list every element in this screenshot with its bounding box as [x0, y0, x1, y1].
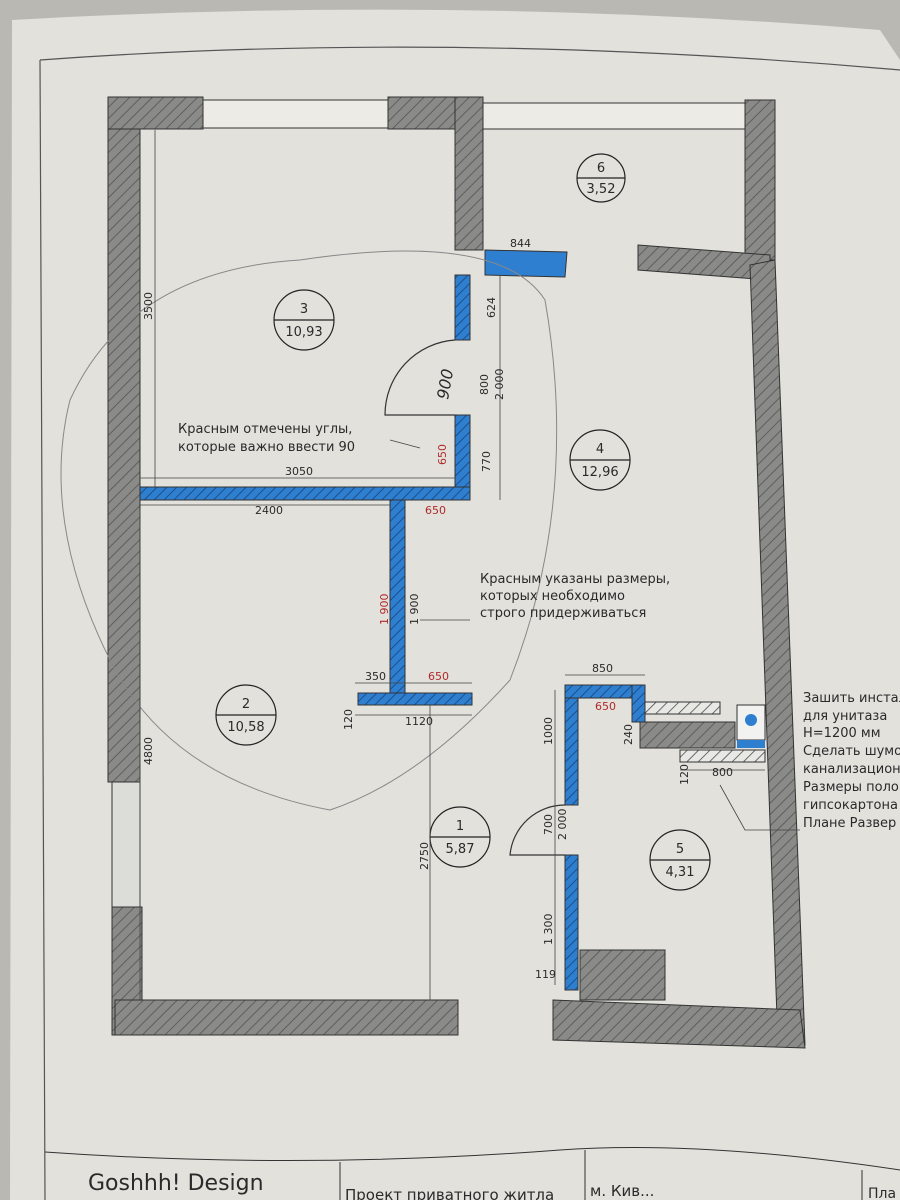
dim-120: 120 [678, 764, 691, 785]
dim-850: 850 [592, 662, 613, 675]
dim-650-red: 650 [595, 700, 616, 713]
new-partitions [139, 249, 766, 991]
dim-3500: 3500 [142, 292, 155, 320]
note-sizes-line: Красным указаны размеры, [480, 572, 670, 587]
note-sizes-line: которых необходимо [480, 589, 625, 604]
dim-4800: 4800 [142, 737, 155, 765]
note-right-line: Размеры поло [803, 780, 899, 795]
dim-3050: 3050 [285, 465, 313, 478]
room-3-number: 3 [300, 302, 308, 317]
title-block: Goshhh! Design Проект приватного житла м… [44, 1147, 900, 1200]
room-4-number: 4 [596, 442, 604, 457]
room-markers [215, 153, 711, 891]
room-5-area: 4,31 [666, 865, 695, 880]
sewer-pipe-icon [745, 714, 757, 726]
sheet-border [39, 46, 900, 1200]
room-labels: 6 3,52 3 10,93 4 12,96 2 10,58 1 5,87 5 … [227, 161, 694, 880]
note-angles-line: Красным отмечены углы, [178, 422, 352, 437]
room-5-number: 5 [676, 842, 684, 857]
project-city: м. Кив... [590, 1182, 654, 1200]
dim-120: 120 [342, 709, 355, 730]
room-2-area: 10,58 [227, 720, 264, 735]
dim-2000: 2 000 [556, 809, 569, 841]
dim-650-red: 650 [428, 670, 449, 683]
pencil-outline [60, 250, 558, 811]
note-right-line: Зашить инстал [803, 691, 900, 706]
outer-walls [107, 96, 806, 1049]
dim-119: 119 [535, 968, 556, 981]
dimension-lines [139, 130, 800, 1000]
annotation-notes: Красным отмечены углы, которые важно вве… [178, 422, 900, 831]
dim-1900-red: 1 900 [378, 594, 391, 626]
dim-2400: 2400 [255, 504, 283, 517]
room-6-number: 6 [597, 161, 605, 176]
dim-1900: 1 900 [408, 594, 421, 626]
room-1-area: 5,87 [446, 842, 475, 857]
dim-2750: 2750 [418, 842, 431, 870]
dim-650-red: 650 [425, 504, 446, 517]
dim-1120: 1120 [405, 715, 433, 728]
dim-650-red: 650 [436, 444, 449, 465]
note-sizes-line: строго придерживаться [480, 606, 646, 621]
sheet-title: Пла [868, 1186, 896, 1200]
brand-name: Goshhh! Design [88, 1171, 264, 1196]
paper-sheet [10, 9, 900, 1200]
dim-1300: 1 300 [542, 914, 555, 946]
room-4-area: 12,96 [581, 465, 618, 480]
dim-844: 844 [510, 237, 531, 250]
dim-700: 700 [542, 814, 555, 835]
room-3-area: 10,93 [285, 325, 322, 340]
dim-770: 770 [480, 451, 493, 472]
note-right-line: для унитаза [803, 709, 887, 724]
dim-240: 240 [622, 724, 635, 745]
note-right-line: Плане Развер [803, 816, 896, 831]
note-right-line: H=1200 мм [803, 726, 881, 741]
dim-2000: 2 000 [493, 369, 506, 401]
dim-800: 800 [478, 374, 491, 395]
room-6-area: 3,52 [587, 182, 616, 197]
note-right-line: гипсокартона [803, 798, 898, 813]
note-right-line: канализацион [803, 762, 900, 777]
room-2-number: 2 [242, 697, 250, 712]
note-right-line: Сделать шумо [803, 744, 900, 759]
dim-350: 350 [365, 670, 386, 683]
dim-1000: 1000 [542, 717, 555, 745]
project-title: Проект приватного житла [345, 1186, 554, 1200]
dim-800: 800 [712, 766, 733, 779]
dim-624: 624 [485, 297, 498, 318]
note-angles-line: которые важно ввести 90 [178, 440, 355, 455]
room-1-number: 1 [456, 819, 464, 834]
doors [384, 339, 566, 856]
